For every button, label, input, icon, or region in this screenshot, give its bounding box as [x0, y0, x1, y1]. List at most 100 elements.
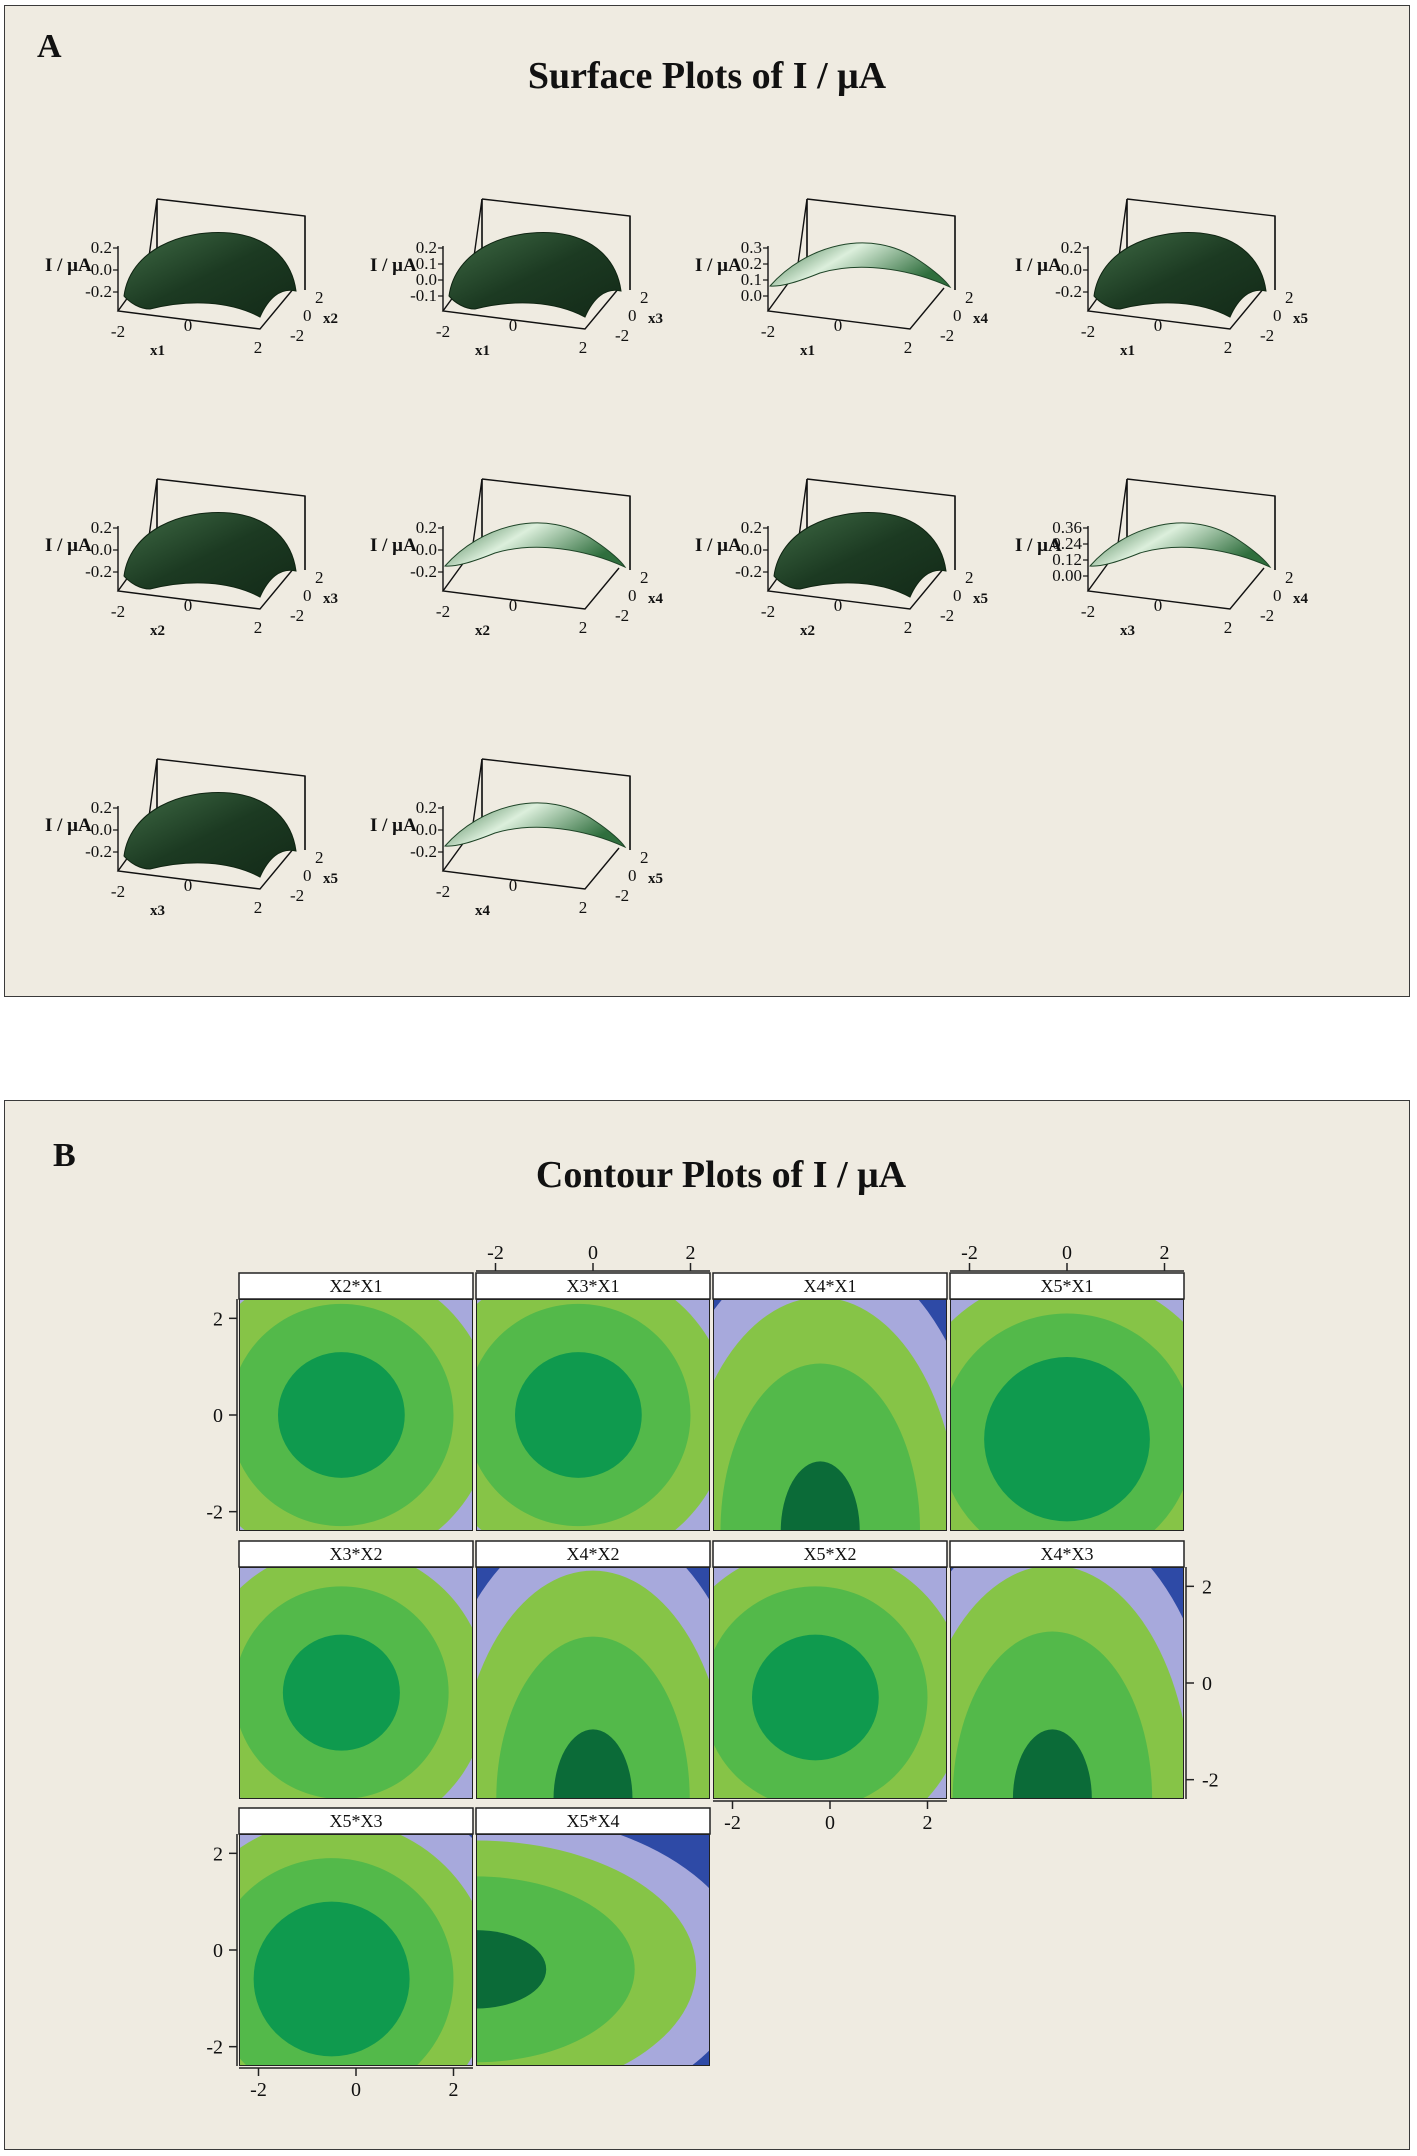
contour-x-axis: -2 0 2: [239, 2067, 473, 2101]
surface-y-tick: 2: [315, 288, 324, 307]
contour-header: [475, 1540, 711, 1568]
contour-level: [1012, 1729, 1092, 1799]
surface-z-tick: 0.24: [1052, 534, 1082, 553]
surface-x-tick: -2: [111, 882, 125, 901]
surface-z-label: I / μA: [45, 255, 92, 276]
surface-mesh: [1093, 232, 1267, 318]
contour-level: [720, 1363, 920, 1531]
surface-z-tick: -0.2: [85, 842, 112, 861]
surface-z-tick: 0.3: [741, 238, 762, 257]
surface-z-tick: 0.0: [416, 270, 437, 289]
surface-y-tick: 0: [628, 306, 637, 325]
contour-level: [553, 1729, 633, 1799]
contour-body: [239, 1567, 473, 1799]
contour-level: [952, 1631, 1153, 1799]
contour-panel-label: X4*X1: [804, 1276, 857, 1296]
contour-tick-label: -2: [250, 2079, 267, 2101]
surface-y-tick: 0: [953, 586, 962, 605]
surface-y-tick: 0: [628, 586, 637, 605]
contour-level: [984, 1357, 1150, 1522]
surface-y-tick: 0: [953, 306, 962, 325]
surface-x-label: x2: [800, 623, 815, 639]
surface-z-tick: 0.2: [416, 238, 437, 257]
surface-x-tick: 2: [254, 618, 263, 637]
contour-tick-label: 0: [351, 2079, 361, 2101]
contour-tick-label: 0: [1202, 1673, 1212, 1695]
surface-z-label: I / μA: [1015, 535, 1062, 556]
surface-x-tick: -2: [111, 322, 125, 341]
surface-y-tick: 2: [640, 288, 649, 307]
surface-mesh: [1088, 522, 1272, 569]
surface-z-tick: 0.36: [1052, 518, 1082, 537]
contour-header: [949, 1272, 1185, 1300]
surface-y-tick: 0: [628, 866, 637, 885]
surface-z-label: I / μA: [370, 255, 417, 276]
surface-mesh: [123, 232, 297, 318]
contour-level: [476, 1876, 635, 2063]
contour-header: [238, 1807, 474, 1835]
surface-x-label: x2: [475, 623, 490, 639]
surface-y-tick: 2: [1285, 568, 1294, 587]
surface-y-tick: 2: [315, 848, 324, 867]
contour-tick-label: 0: [588, 1242, 598, 1264]
surface-y-tick: 0: [303, 586, 312, 605]
contour-tick-label: 0: [213, 1405, 223, 1427]
surface-z-tick: 0.2: [91, 518, 112, 537]
surface-z-tick: 0.0: [91, 260, 112, 279]
contour-tick-label: 0: [825, 1812, 835, 1834]
surface-mesh: [443, 802, 627, 849]
contour-tick-label: -2: [1202, 1770, 1219, 1792]
contour-tick-label: 2: [449, 2079, 459, 2101]
contour-header: [238, 1272, 474, 1300]
contour-tick-label: 2: [1160, 1242, 1170, 1264]
contour-panel-label: X2*X1: [330, 1276, 383, 1296]
surface-x-tick: 2: [254, 338, 263, 357]
surface-x-tick: 0: [184, 876, 193, 895]
surface-y-label: x5: [973, 591, 988, 607]
surface-mesh: [443, 522, 627, 569]
surface-y-label: x5: [1293, 311, 1308, 327]
contour-panel-label: X3*X2: [330, 1544, 383, 1564]
contour-body: [713, 1567, 947, 1799]
surface-x-label: x3: [1120, 623, 1135, 639]
contour-panel: X5*X2: [712, 1540, 948, 1799]
surface-y-label: x4: [648, 591, 664, 607]
surface-y-tick: -2: [290, 326, 304, 345]
contour-header: [712, 1540, 948, 1568]
surface-z-tick: 0.0: [91, 540, 112, 559]
surface-z-tick: 0.12: [1052, 550, 1082, 569]
surface-y-tick: -2: [615, 326, 629, 345]
surface-z-tick: 0.0: [416, 540, 437, 559]
surface-x-tick: -2: [436, 882, 450, 901]
surface-x-tick: 0: [1154, 316, 1163, 335]
contour-level: [278, 1352, 405, 1478]
contour-panel: X2*X1: [238, 1272, 474, 1531]
surface-y-label: x3: [648, 311, 663, 327]
surface-z-label: I / μA: [45, 815, 92, 836]
surface-x-tick: -2: [111, 602, 125, 621]
contour-y-axis: -202: [1185, 1567, 1219, 1799]
surface-x-tick: 2: [579, 338, 588, 357]
surface-y-label: x2: [323, 311, 338, 327]
surface-x-tick: 2: [1224, 338, 1233, 357]
surface-x-tick: 0: [834, 316, 843, 335]
surface-y-tick: -2: [1260, 606, 1274, 625]
surface-x-tick: -2: [761, 602, 775, 621]
contour-panel: X3*X1: [475, 1272, 711, 1531]
contour-header: [238, 1540, 474, 1568]
surface-z-label: I / μA: [695, 255, 742, 276]
contour-level: [282, 1634, 400, 1751]
surface-plots-title: Surface Plots of I / μA: [527, 55, 887, 97]
contour-tick-label: -2: [206, 1502, 223, 1524]
surface-y-tick: -2: [290, 606, 304, 625]
contour-body: [713, 1299, 947, 1531]
surface-y-tick: -2: [1260, 326, 1274, 345]
